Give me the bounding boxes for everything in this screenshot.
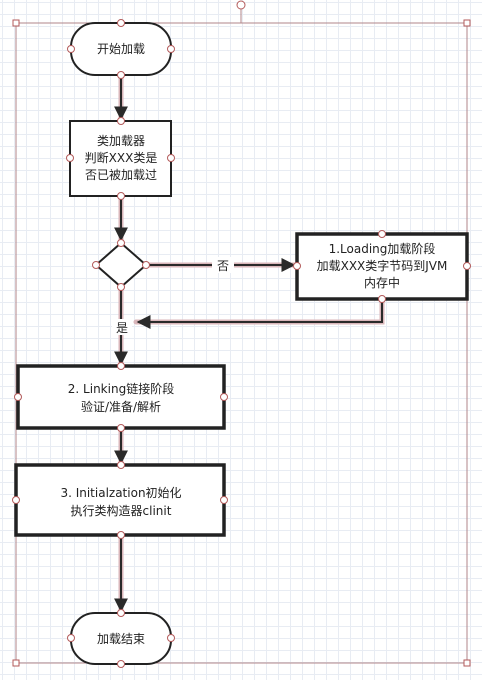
connection-point [463,262,471,270]
connection-point [117,71,125,79]
rotate-handle[interactable] [236,0,246,10]
node-loading-line-2: 加载XXX类字节码到JVM [317,258,448,273]
node-check-line-3: 否已被加载过 [85,168,157,182]
node-check[interactable]: 类加载器 判断XXX类是 否已被加载过 [69,120,172,197]
edge-loading-return[interactable] [136,299,383,329]
connection-point [66,154,74,162]
connection-point [12,496,20,504]
connection-point [117,660,125,668]
connection-point [117,424,125,432]
edge-label-no: 否 [217,259,229,273]
node-start-label: 开始加载 [97,42,145,56]
node-start[interactable]: 开始加载 [70,22,172,76]
connection-point [167,154,175,162]
connection-point [142,261,150,269]
connection-point [117,117,125,125]
connection-point [117,362,125,370]
connection-point [14,393,22,401]
node-loading-line-1: 1.Loading加载阶段 [329,241,436,256]
selection-box [15,5,468,664]
node-init-line-2: 执行类构造器clinit [71,503,172,518]
node-loading-line-3: 内存中 [364,275,400,290]
node-decision[interactable] [94,241,148,289]
node-check-line-2: 判断XXX类是 [85,150,158,165]
node-init[interactable]: 3. Initialzation初始化 执行类构造器clinit [14,463,226,537]
resize-handle-top-left[interactable] [12,19,20,27]
connection-point [167,634,175,642]
connection-point [117,461,125,469]
resize-handle-top-right[interactable] [463,19,471,27]
node-init-line-1: 3. Initialzation初始化 [60,486,181,500]
connection-point [67,45,75,53]
connection-point [117,283,125,291]
node-end[interactable]: 加载结束 [70,612,172,665]
connection-point [117,239,125,247]
connection-point [378,295,386,303]
connection-point [167,45,175,53]
node-check-line-1: 类加载器 [97,134,145,148]
node-linking-line-2: 验证/准备/解析 [81,399,161,414]
node-loading[interactable]: 1.Loading加载阶段 加载XXX类字节码到JVM 内存中 [295,232,469,301]
connection-point [67,634,75,642]
resize-handle-bottom-left[interactable] [12,659,20,667]
node-linking[interactable]: 2. Linking链接阶段 验证/准备/解析 [16,364,226,430]
node-linking-line-1: 2. Linking链接阶段 [68,381,174,396]
connection-handles[interactable] [12,19,471,668]
edge-label-yes: 是 [116,321,128,335]
connection-point [220,393,228,401]
resize-handle-bottom-right[interactable] [463,659,471,667]
connection-point [220,496,228,504]
connection-point [92,261,100,269]
node-end-label: 加载结束 [97,632,145,646]
connection-point [117,609,125,617]
connection-point [117,192,125,200]
connection-point [117,531,125,539]
connection-point [117,19,125,27]
connection-point [378,230,386,238]
connection-point [293,262,301,270]
